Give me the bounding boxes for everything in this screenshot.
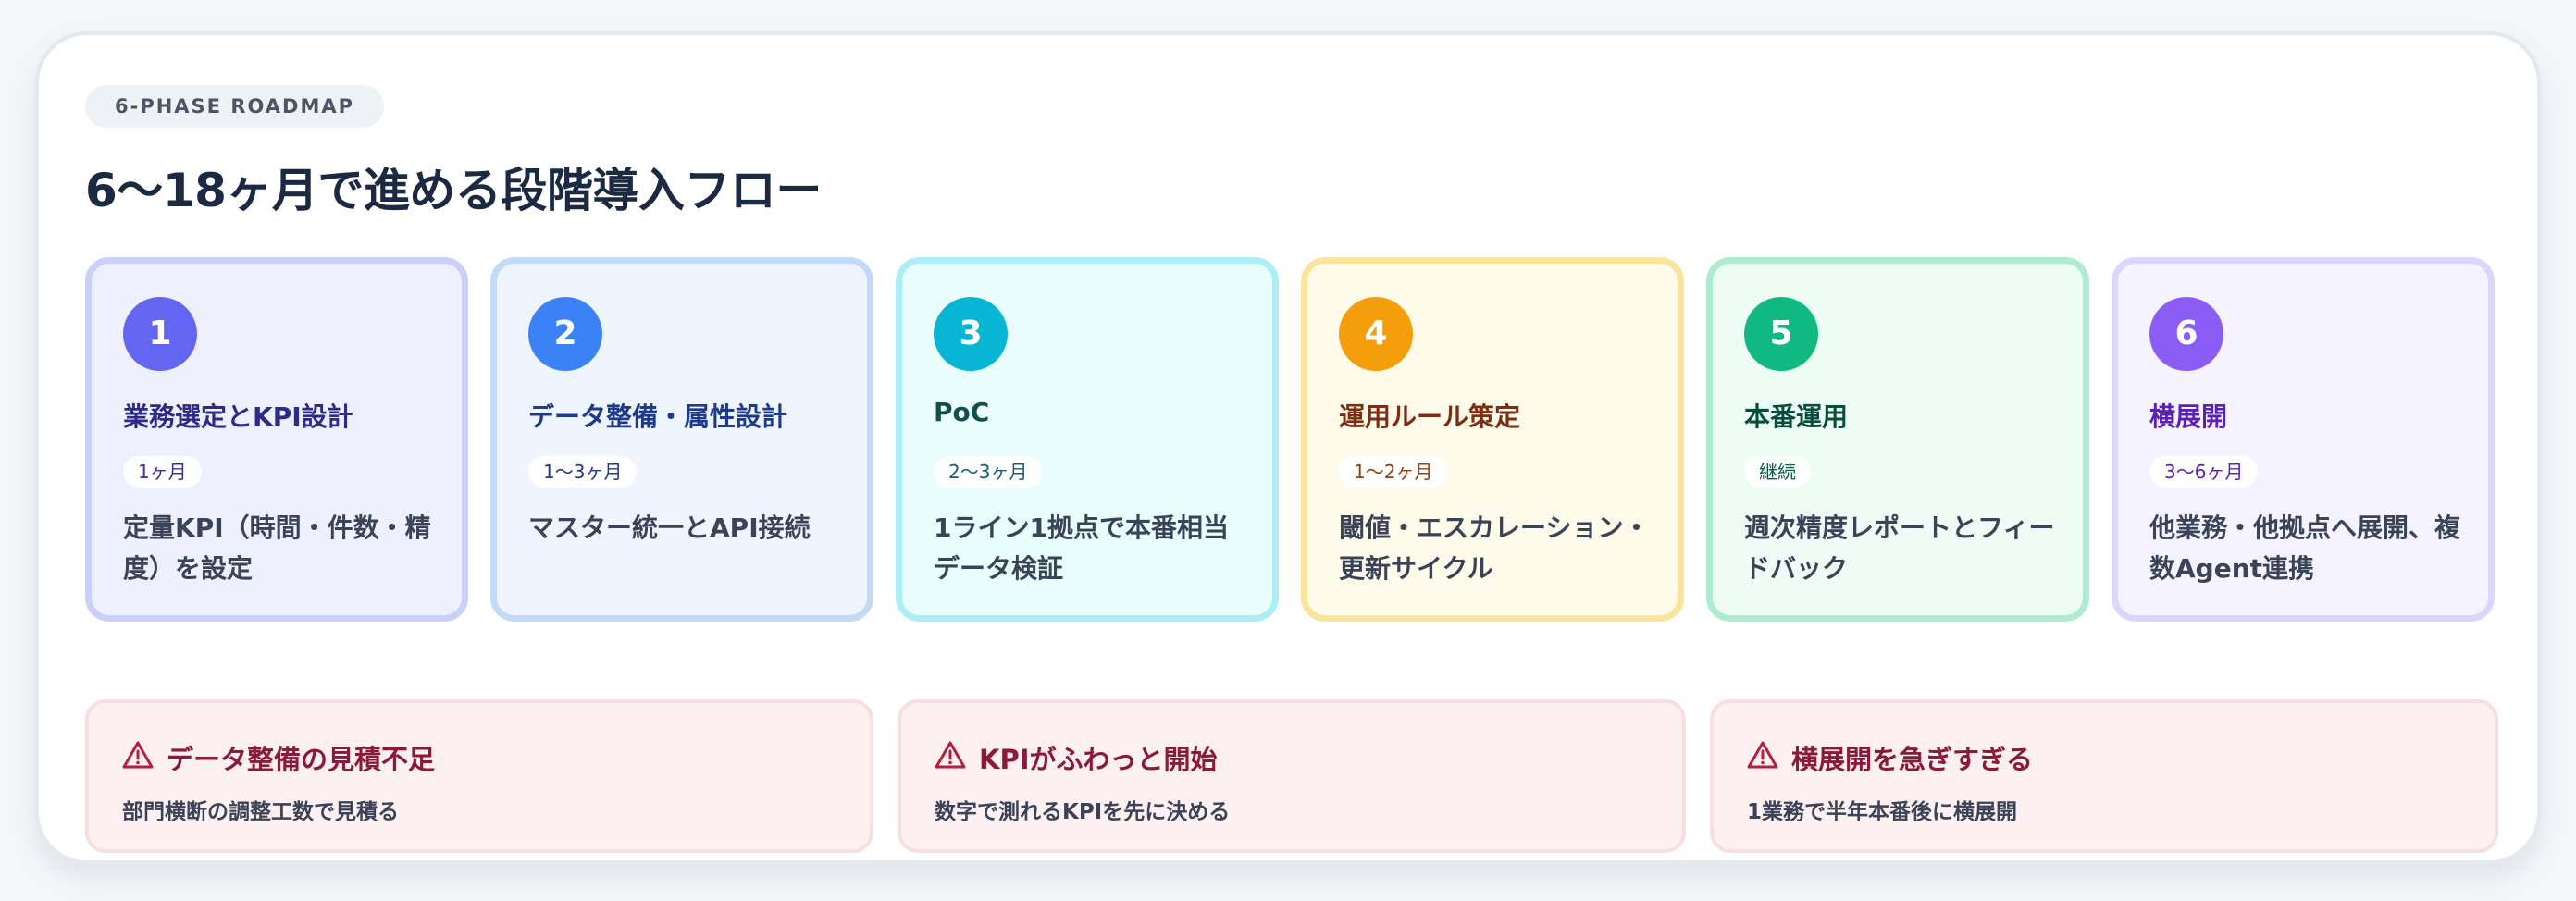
warning-description: 部門横断の調整工数で見積る — [122, 800, 399, 824]
phase-title: 本番運用 — [1744, 401, 1849, 432]
phase-card-6: 6 横展開 3〜6ヶ月 他業務・他拠点へ展開、複数Agent連携 — [2112, 257, 2495, 622]
warning-triangle-icon — [122, 741, 154, 769]
phase-duration-badge: 2〜3ヶ月 — [934, 456, 1043, 488]
roadmap-card: 6-PHASE ROADMAP 6〜18ヶ月で進める段階導入フロー 1 業務選定… — [35, 31, 2541, 864]
phase-number-badge: 1 — [123, 297, 197, 371]
phase-duration-badge: 3〜6ヶ月 — [2149, 456, 2259, 488]
phase-duration-badge: 1〜3ヶ月 — [528, 456, 638, 488]
phase-description: 1ライン1拠点で本番相当データ検証 — [934, 512, 1229, 584]
warning-card-1: データ整備の見積不足 部門横断の調整工数で見積る — [85, 699, 873, 853]
phase-duration-badge: 継続 — [1744, 456, 1811, 488]
phase-duration-badge: 1〜2ヶ月 — [1339, 456, 1448, 488]
warning-title: データ整備の見積不足 — [167, 744, 436, 775]
phase-title: 運用ルール策定 — [1339, 401, 1521, 432]
warning-card-3: 横展開を急ぎすぎる 1業務で半年本番後に横展開 — [1710, 699, 2498, 853]
warning-description: 1業務で半年本番後に横展開 — [1747, 800, 2018, 824]
phase-description: マスター統一とAPI接続 — [528, 512, 811, 543]
phase-description: 週次精度レポートとフィードバック — [1744, 512, 2055, 584]
phase-card-1: 1 業務選定とKPI設計 1ヶ月 定量KPI（時間・件数・精度）を設定 — [85, 257, 468, 622]
warning-triangle-icon — [935, 741, 966, 769]
phase-description: 閾値・エスカレーション・更新サイクル — [1339, 512, 1650, 584]
phase-title: PoC — [934, 397, 990, 427]
phase-description: 定量KPI（時間・件数・精度）を設定 — [123, 512, 431, 584]
phase-number-badge: 6 — [2149, 297, 2223, 371]
warning-title: 横展開を急ぎすぎる — [1791, 744, 2034, 775]
warning-card-2: KPIがふわっと開始 数字で測れるKPIを先に決める — [898, 699, 1686, 853]
phase-title: 横展開 — [2149, 401, 2228, 432]
phase-card-2: 2 データ整備・属性設計 1〜3ヶ月 マスター統一とAPI接続 — [490, 257, 873, 622]
phase-number-badge: 4 — [1339, 297, 1413, 371]
phase-title: データ整備・属性設計 — [528, 401, 788, 432]
phase-description: 他業務・他拠点へ展開、複数Agent連携 — [2149, 512, 2461, 584]
phase-number-badge: 5 — [1744, 297, 1818, 371]
phase-duration-badge: 1ヶ月 — [123, 456, 202, 488]
roadmap-tag: 6-PHASE ROADMAP — [85, 85, 385, 128]
phase-number-badge: 2 — [528, 297, 602, 371]
phase-title: 業務選定とKPI設計 — [123, 401, 353, 432]
phase-card-3: 3 PoC 2〜3ヶ月 1ライン1拠点で本番相当データ検証 — [896, 257, 1279, 622]
warning-triangle-icon — [1747, 741, 1778, 769]
phase-card-5: 5 本番運用 継続 週次精度レポートとフィードバック — [1706, 257, 2089, 622]
warning-title: KPIがふわっと開始 — [979, 744, 1218, 775]
phase-card-4: 4 運用ルール策定 1〜2ヶ月 閾値・エスカレーション・更新サイクル — [1301, 257, 1684, 622]
page-title: 6〜18ヶ月で進める段階導入フロー — [85, 164, 822, 217]
warning-description: 数字で測れるKPIを先に決める — [935, 800, 1231, 824]
phase-number-badge: 3 — [934, 297, 1008, 371]
